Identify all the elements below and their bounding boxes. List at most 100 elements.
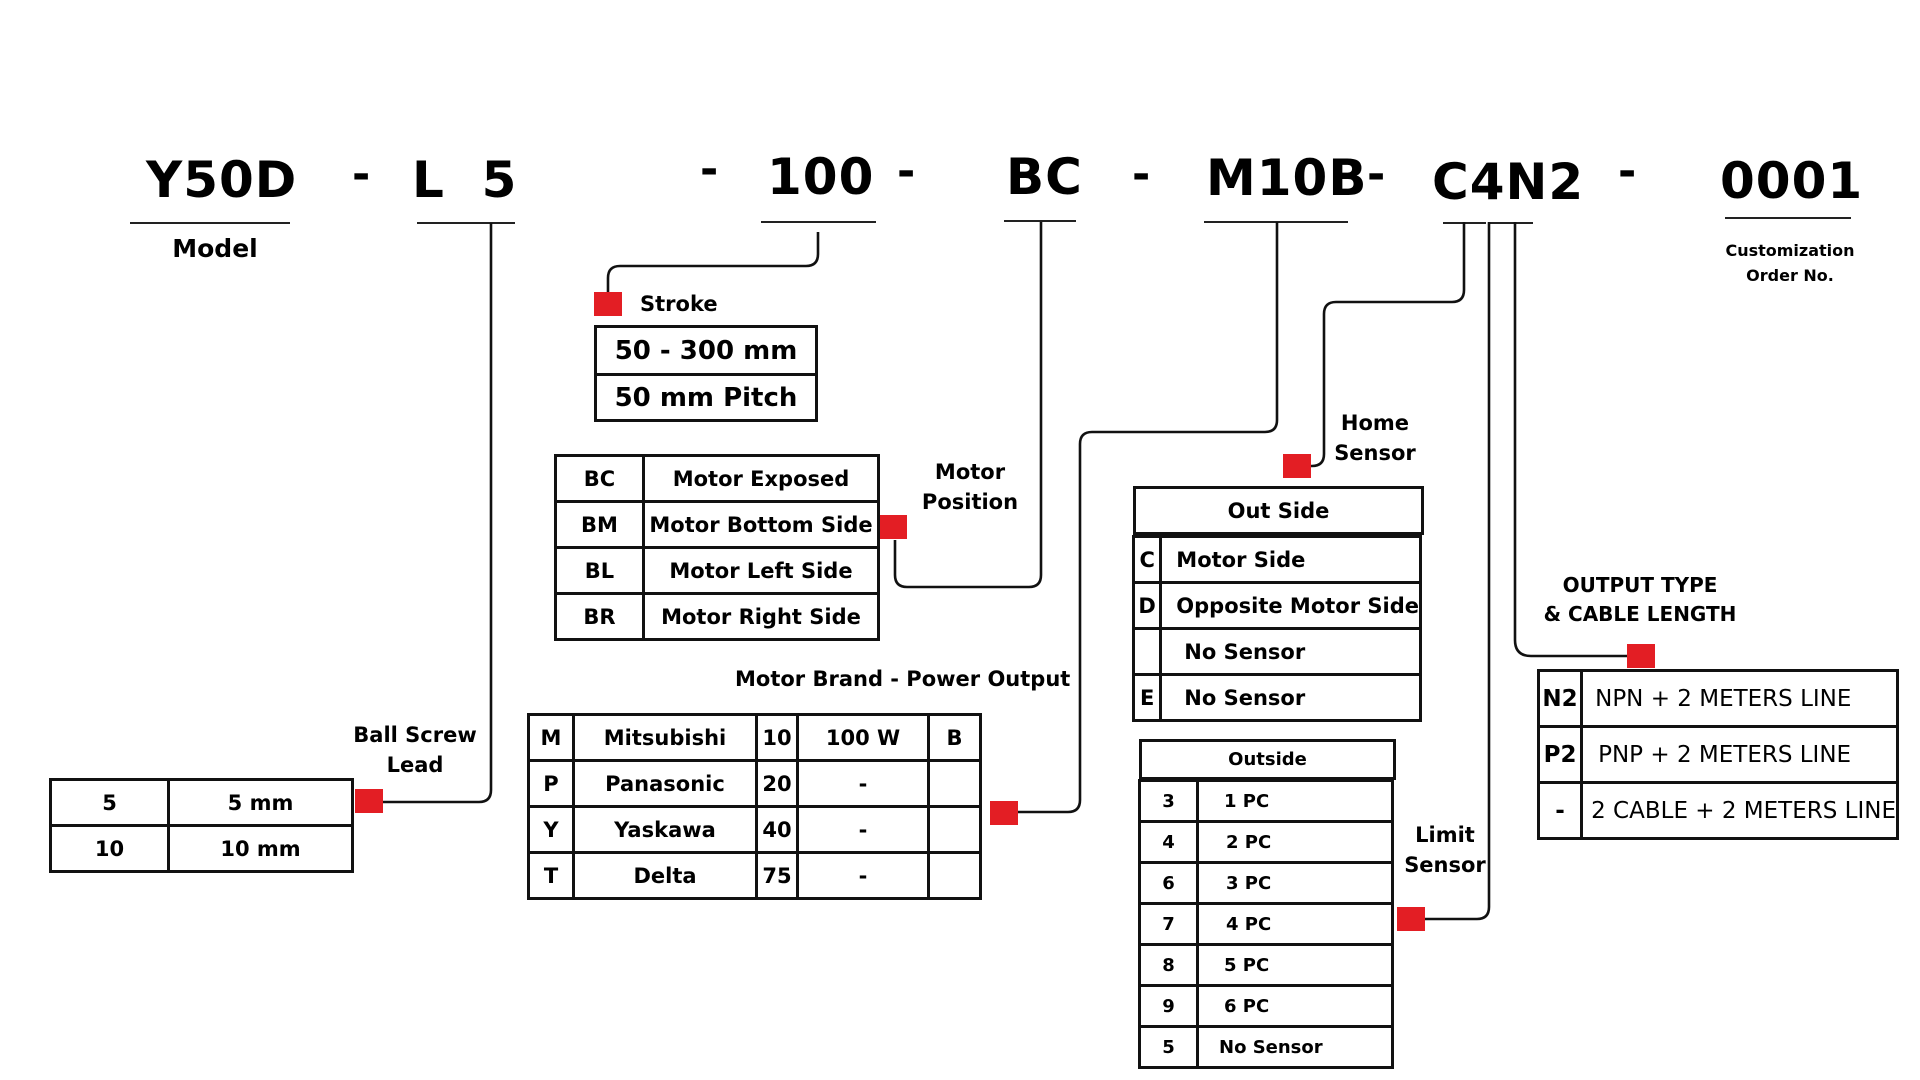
limit-sensor-code: 9 [1138, 984, 1199, 1028]
limit-sensor-marker [1397, 907, 1425, 931]
model-label: Model [172, 234, 258, 263]
power-code: 20 [755, 759, 799, 808]
limit-sensor-code: 8 [1138, 943, 1199, 987]
power-value: - [796, 805, 930, 854]
home-sensor-title-line1: Home [1340, 411, 1410, 435]
brand-code: T [527, 851, 575, 900]
output-value: 2 CABLE + 2 METERS LINE [1580, 781, 1899, 840]
limit-sensor-title-line2: Sensor [1404, 853, 1486, 877]
separator: - [1132, 149, 1151, 200]
home-sensor-marker [1283, 454, 1311, 478]
limit-sensor-header: Outside [1139, 739, 1396, 780]
home-sensor-code [1131, 627, 1163, 676]
table-row: 5 No Sensor [1138, 1025, 1394, 1069]
brake-code [927, 805, 982, 854]
power-code: 75 [755, 851, 799, 900]
code-customization: 0001 [1720, 152, 1864, 210]
home-sensor-code: E [1131, 673, 1163, 722]
limit-sensor-code: 7 [1138, 902, 1199, 946]
home-sensor-value: Opposite Motor Side [1159, 581, 1422, 630]
lead-code: 5 [49, 778, 170, 827]
position-code: BC [554, 454, 645, 503]
motor-brand-title: Motor Brand - Power Output [735, 667, 1071, 691]
motor-position-marker [879, 515, 907, 539]
ball-screw-lead-title-line2: Lead [386, 753, 444, 777]
table-row: BC Motor Exposed [554, 454, 880, 503]
home-sensor-code: D [1131, 581, 1163, 630]
table-row: 10 10 mm [49, 824, 354, 873]
position-value: Motor Bottom Side [642, 500, 880, 549]
underline-motor-position [1004, 220, 1076, 222]
limit-sensor-code: 6 [1138, 861, 1199, 905]
code-stroke: 100 [767, 148, 875, 206]
output-value: NPN + 2 METERS LINE [1580, 669, 1899, 728]
motor-brand-marker [990, 801, 1018, 825]
table-row: 5 5 mm [49, 778, 354, 827]
limit-sensor-value: 3 PC [1196, 861, 1394, 905]
limit-sensor-title-line1: Limit [1415, 823, 1475, 847]
wire-lead [383, 223, 493, 804]
underline-motor-brand [1204, 221, 1348, 223]
table-row: 50 - 300 mm [594, 325, 818, 376]
home-sensor-title-line2: Sensor [1334, 441, 1416, 465]
limit-sensor-value: 5 PC [1196, 943, 1394, 987]
code-lead: L 5 [412, 151, 518, 209]
position-code: BR [554, 592, 645, 641]
table-row: M Mitsubishi 10 100 W B [527, 713, 982, 762]
separator: - [897, 146, 916, 197]
output-type-title-line2: & CABLE LENGTH [1543, 602, 1737, 626]
table-row: - 2 CABLE + 2 METERS LINE [1536, 781, 1899, 840]
output-value: PNP + 2 METERS LINE [1580, 725, 1899, 784]
table-row: No Sensor [1131, 627, 1422, 676]
table-row: 50 mm Pitch [594, 373, 818, 422]
code-model: Y50D [146, 151, 298, 209]
underline-lead [417, 222, 515, 224]
customization-label-line1: Customization [1725, 241, 1855, 260]
output-type-table: N2 NPN + 2 METERS LINE P2 PNP + 2 METERS… [1536, 669, 1899, 840]
separator: - [1367, 149, 1386, 200]
underline-home-sensor [1443, 222, 1486, 224]
motor-position-title-line2: Position [921, 490, 1019, 514]
position-code: BL [554, 546, 645, 595]
code-motor-position: BC [1006, 148, 1083, 206]
underline-stroke [761, 221, 876, 223]
separator: - [700, 144, 719, 195]
table-row: P2 PNP + 2 METERS LINE [1536, 725, 1899, 784]
brand-name: Panasonic [572, 759, 758, 808]
table-row: Out Side [1133, 486, 1424, 535]
limit-sensor-code: 3 [1138, 779, 1199, 823]
ball-screw-lead-table: 5 5 mm 10 10 mm [49, 778, 354, 873]
brand-name: Delta [572, 851, 758, 900]
table-row: 3 1 PC [1138, 779, 1394, 823]
brake-code [927, 759, 982, 808]
table-row: BL Motor Left Side [554, 546, 880, 595]
motor-position-table: BC Motor Exposed BM Motor Bottom Side BL… [554, 454, 880, 641]
brand-code: P [527, 759, 575, 808]
position-code: BM [554, 500, 645, 549]
limit-sensor-code: 4 [1138, 820, 1199, 864]
brand-name: Yaskawa [572, 805, 758, 854]
home-sensor-code: C [1131, 535, 1163, 584]
output-type-marker [1627, 644, 1655, 668]
customization-label-line2: Order No. [1746, 266, 1834, 285]
brake-code: B [927, 713, 982, 762]
lead-value: 5 mm [167, 778, 354, 827]
power-value: - [796, 759, 930, 808]
wire-motor-position [893, 222, 1043, 589]
home-sensor-value: No Sensor [1159, 627, 1422, 676]
table-row: P Panasonic 20 - [527, 759, 982, 808]
table-row: T Delta 75 - [527, 851, 982, 900]
table-row: Outside [1139, 739, 1396, 780]
output-code: - [1536, 781, 1584, 840]
code-sensor-output: C4N2 [1432, 153, 1585, 211]
underline-model [130, 222, 290, 224]
home-sensor-value: Motor Side [1159, 535, 1422, 584]
table-row: 7 4 PC [1138, 902, 1394, 946]
power-value: 100 W [796, 713, 930, 762]
limit-sensor-table: 3 1 PC 4 2 PC 6 3 PC 7 4 PC 8 5 PC 9 6 P… [1138, 779, 1394, 1069]
position-value: Motor Left Side [642, 546, 880, 595]
table-row: BR Motor Right Side [554, 592, 880, 641]
position-value: Motor Exposed [642, 454, 880, 503]
motor-position-title-line1: Motor [934, 460, 1006, 484]
home-sensor-header-cell: Out Side [1133, 486, 1424, 535]
